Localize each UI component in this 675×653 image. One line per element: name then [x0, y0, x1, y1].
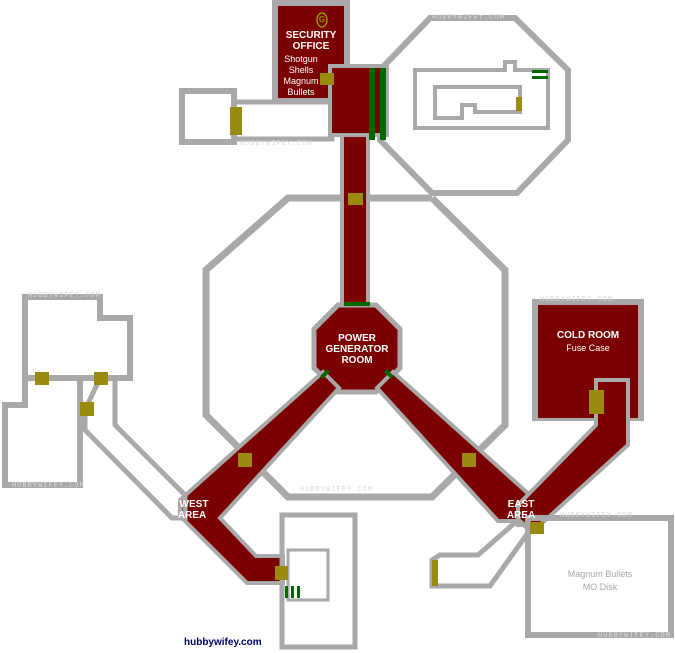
- west-corridor-outline: [82, 375, 188, 521]
- storage-room-item-magnum: Magnum Bullets: [567, 569, 633, 579]
- green-door-ne-inner-2: [532, 76, 548, 79]
- east-area-label-line1: EAST: [507, 499, 535, 510]
- north-corridor-narrow: [340, 133, 370, 309]
- ne-inner-chamber: [413, 60, 550, 130]
- green-door-power-right: [384, 369, 394, 379]
- door-west-1: [35, 372, 49, 385]
- green-door-power-left: [320, 369, 330, 379]
- cold-room-item: Fuse Case: [566, 343, 610, 353]
- nw-small-room-outline: [179, 88, 237, 145]
- west-room-upper: [22, 294, 133, 381]
- green-door-south-1: [285, 586, 288, 598]
- central-octagon-outline: [202, 194, 509, 501]
- east-area-label-line2: AREA: [506, 510, 536, 521]
- door-cold-room: [589, 390, 604, 414]
- south-room-outline: [279, 512, 358, 650]
- watermark: HUBBYWIFEY.COM: [28, 292, 101, 300]
- power-generator-label-line1: POWER: [338, 333, 376, 344]
- green-door-south-2: [291, 586, 294, 598]
- watermark: HUBBYWIFEY.COM: [12, 482, 85, 490]
- watermark: HUBBYWIFEY.COM: [432, 14, 505, 22]
- security-office-title-line1: SECURITY: [285, 30, 337, 41]
- green-door-ne-2: [380, 68, 386, 140]
- west-area-label-line1: WEST: [179, 499, 209, 510]
- watermark: HUBBYWIFEY.COM: [560, 512, 633, 520]
- door-se-lower: [432, 560, 438, 586]
- north-corridor-wide: [328, 64, 389, 137]
- security-office-item-shotgun-line1: Shotgun: [284, 54, 318, 64]
- watermark: HUBBYWIFEY.COM: [300, 486, 373, 494]
- door-security-office: [320, 73, 334, 85]
- green-door-power-top: [344, 302, 370, 306]
- door-se-corridor: [462, 453, 476, 467]
- security-office-title-line2: OFFICE: [292, 41, 330, 52]
- door-south-room: [275, 566, 288, 580]
- power-generator-label-line2: GENERATOR: [325, 344, 389, 355]
- se-lower-corridor-outline: [429, 516, 534, 589]
- security-office-item-shotgun-line2: Shells: [288, 65, 314, 75]
- security-office-item-magnum-line2: Bullets: [287, 87, 315, 97]
- save-typewriter-icon: [316, 12, 328, 28]
- security-office-item-magnum-line1: Magnum: [283, 76, 319, 86]
- green-door-ne-inner-1: [532, 70, 548, 73]
- site-credit: hubbywifey.com: [184, 637, 262, 648]
- door-east-area: [530, 522, 544, 534]
- watermark: HUBBYWIFEY.COM: [240, 140, 313, 148]
- green-door-south-3: [297, 586, 300, 598]
- power-generator-label-line3: ROOM: [341, 355, 373, 366]
- storage-room-outline: [525, 515, 674, 638]
- ne-inner-partition: [433, 85, 522, 120]
- door-ne-room: [516, 97, 522, 111]
- door-west-2: [94, 372, 108, 385]
- west-area-label-line2: AREA: [177, 510, 207, 521]
- power-generator-room: [311, 302, 403, 395]
- door-west-3: [80, 402, 94, 416]
- save-marker: G: [318, 15, 326, 24]
- green-door-ne-1: [369, 68, 375, 140]
- door-nw-room: [230, 107, 242, 135]
- door-sw-corridor: [238, 453, 252, 467]
- watermark: HUBBYWIFEY.COM: [540, 296, 613, 304]
- nw-corridor-outline: [231, 99, 335, 142]
- door-north-corridor: [348, 193, 363, 205]
- watermark: HUBBYWIFEY.COM: [598, 632, 671, 640]
- west-room-lower: [2, 375, 83, 488]
- storage-room-item-mo-disk: MO Disk: [582, 582, 618, 592]
- cold-room-title: COLD ROOM: [556, 330, 620, 341]
